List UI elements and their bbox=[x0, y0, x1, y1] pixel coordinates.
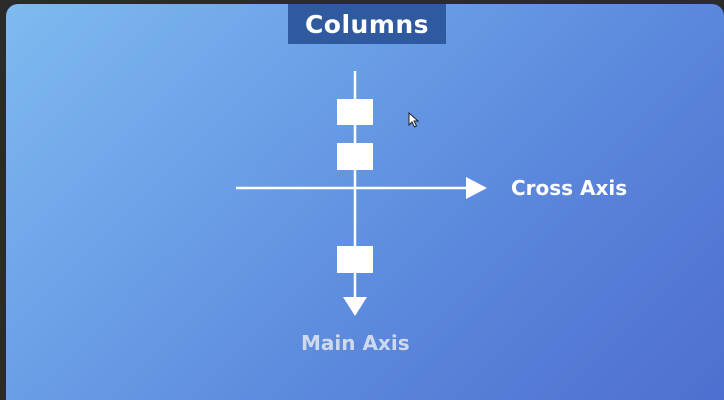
cross-axis-arrowhead bbox=[466, 177, 487, 199]
cross-axis-label: Cross Axis bbox=[511, 176, 628, 200]
page-title: Columns bbox=[304, 9, 430, 39]
column-child-box-1 bbox=[337, 99, 373, 125]
column-child-box-2 bbox=[337, 143, 373, 170]
slide-canvas: Columns Cross Axis Main Axis bbox=[6, 4, 724, 400]
title-badge: Columns bbox=[288, 4, 446, 44]
column-child-box-3 bbox=[337, 246, 373, 273]
mouse-cursor-icon bbox=[408, 112, 420, 128]
main-axis-label: Main Axis bbox=[301, 331, 410, 355]
main-axis-arrowhead bbox=[343, 297, 367, 316]
axis-diagram bbox=[236, 71, 487, 316]
